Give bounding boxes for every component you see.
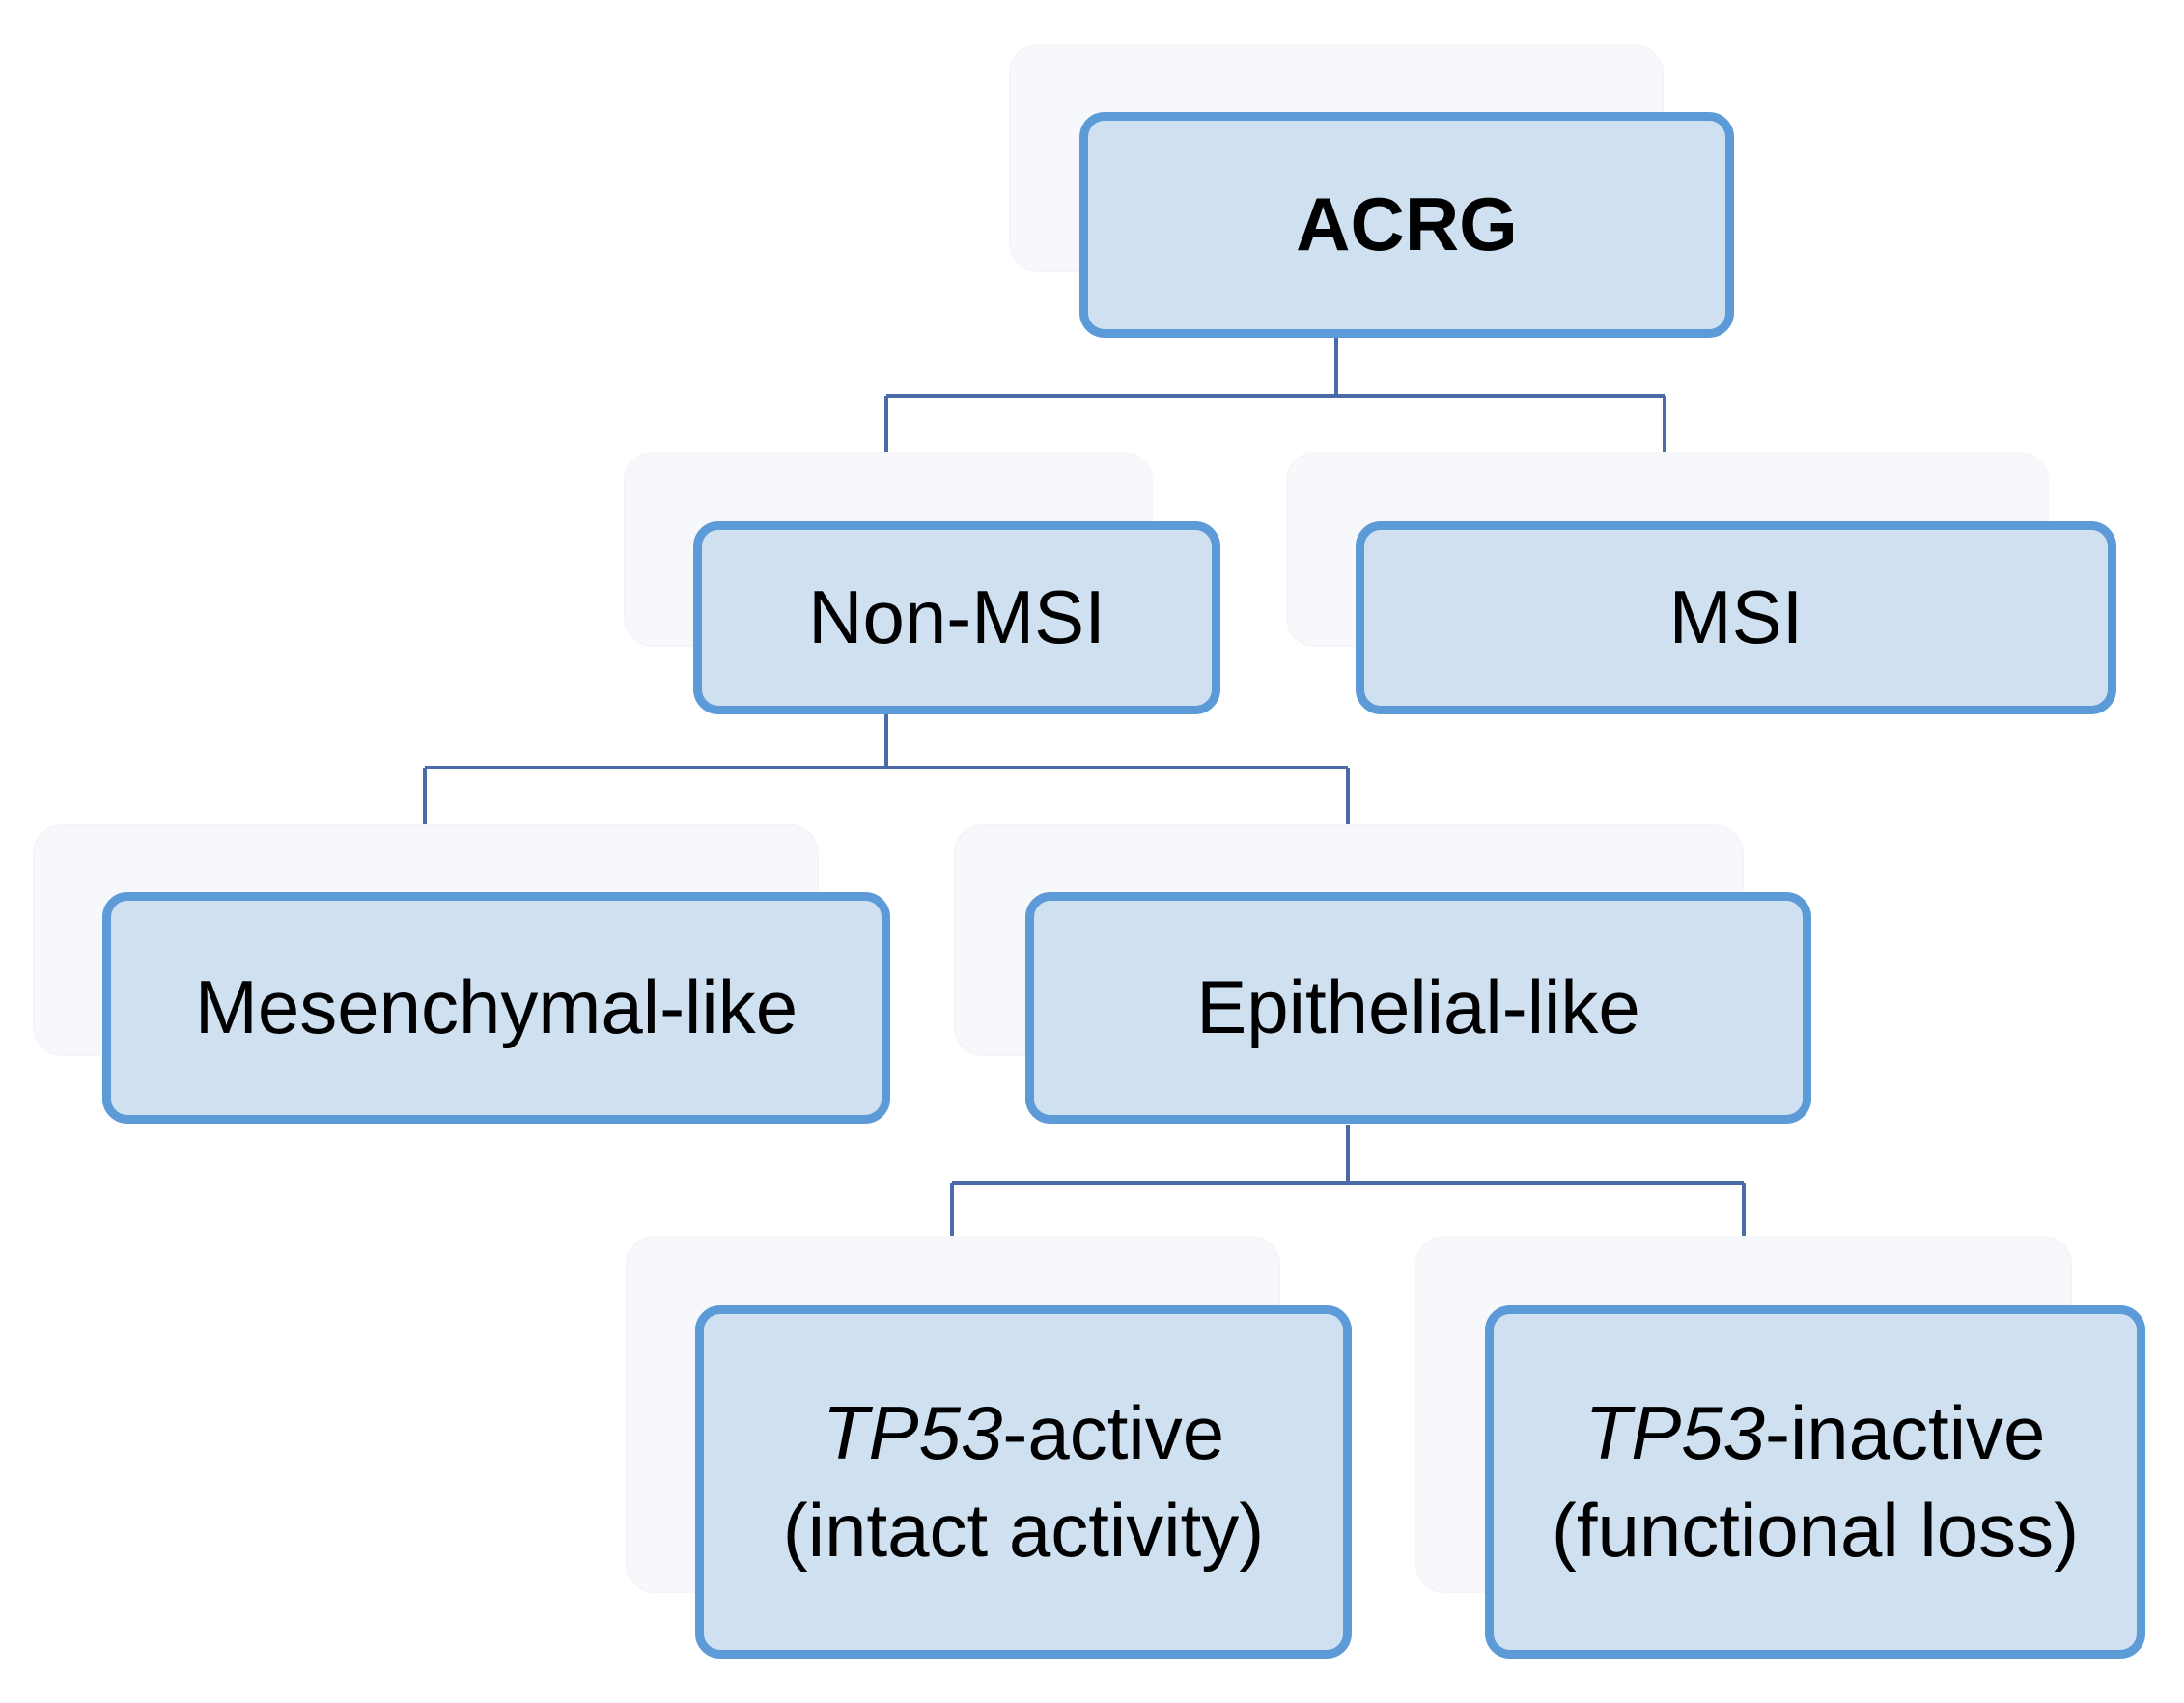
tp53-inactive-gene: TP53 [1584, 1389, 1765, 1475]
acrg-node: ACRG [1079, 112, 1734, 338]
tp53-active-gene: TP53 [822, 1389, 1003, 1475]
mesenchymal-like-node: Mesenchymal-like [102, 892, 890, 1124]
tp53-active-detail: (intact activity) [782, 1488, 1265, 1573]
msi-node: MSI [1356, 521, 2116, 714]
tp53-inactive-title: TP53-inactive [1585, 1384, 2046, 1482]
tp53-inactive-suffix: -inactive [1764, 1389, 2046, 1475]
non-msi-node: Non-MSI [693, 521, 1220, 714]
connector-root-children [884, 338, 1666, 454]
epithelial-like-label: Epithelial-like [1196, 964, 1640, 1050]
mesenchymal-like-label: Mesenchymal-like [194, 964, 798, 1050]
epithelial-like-node: Epithelial-like [1025, 892, 1811, 1124]
non-msi-label: Non-MSI [808, 574, 1106, 660]
connector-nonmsi-children [423, 714, 1350, 825]
tp53-inactive-detail: (functional loss) [1551, 1488, 2080, 1573]
tp53-inactive-node: TP53-inactive (functional loss) [1485, 1305, 2145, 1659]
connector-epithelial-children [950, 1125, 1746, 1241]
msi-label: MSI [1668, 574, 1804, 660]
tp53-active-suffix: -active [1002, 1389, 1225, 1475]
tp53-active-node: TP53-active (intact activity) [695, 1305, 1352, 1659]
tp53-active-title: TP53-active [823, 1384, 1224, 1482]
acrg-label: ACRG [1296, 181, 1518, 267]
